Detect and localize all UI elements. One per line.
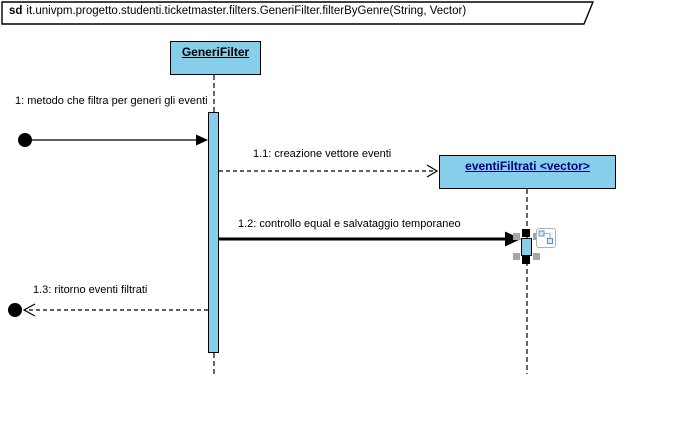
resource-connector-icon[interactable] (536, 228, 556, 248)
activation-bar-generifilter[interactable] (208, 112, 219, 353)
frame-keyword: sd (9, 5, 23, 17)
message-1-arrowhead-icon (196, 134, 208, 146)
frame-pentagon (1, 1, 595, 25)
message-1-2-label[interactable]: 1.2: controllo equal e salvataggio tempo… (238, 218, 461, 230)
selection-handle-bottom[interactable] (522, 256, 530, 264)
lifeline-name: GeneriFilter (181, 45, 250, 59)
message-1-label[interactable]: 1: metodo che filtra per generi gli even… (15, 95, 208, 107)
message-1-1-label[interactable]: 1.1: creazione vettore eventi (253, 148, 392, 160)
selection-handle-top-left[interactable] (513, 233, 520, 240)
selection-handle-top[interactable] (522, 229, 530, 237)
message-1-3-arrowhead-icon (22, 303, 36, 317)
selection-handle-bottom-left[interactable] (513, 253, 520, 260)
message-1-3-label[interactable]: 1.3: ritorno eventi filtrati (33, 284, 148, 296)
frame-title-text: it.univpm.progetto.studenti.ticketmaster… (26, 5, 467, 17)
lifeline-head-generifilter[interactable]: GeneriFilter (170, 41, 261, 75)
activation-bar-eventifiltrati[interactable] (521, 238, 532, 256)
lost-message-circle[interactable] (8, 303, 22, 317)
selection-handle-bottom-right[interactable] (533, 253, 540, 260)
lifeline-head-eventifiltrati[interactable]: eventiFiltrati <vector> (439, 155, 616, 189)
lifeline-name: eventiFiltrati <vector> (465, 159, 590, 173)
message-1-1-arrowhead-icon (426, 164, 439, 178)
connector-glyph-icon (538, 230, 553, 244)
found-message-circle[interactable] (18, 133, 32, 147)
